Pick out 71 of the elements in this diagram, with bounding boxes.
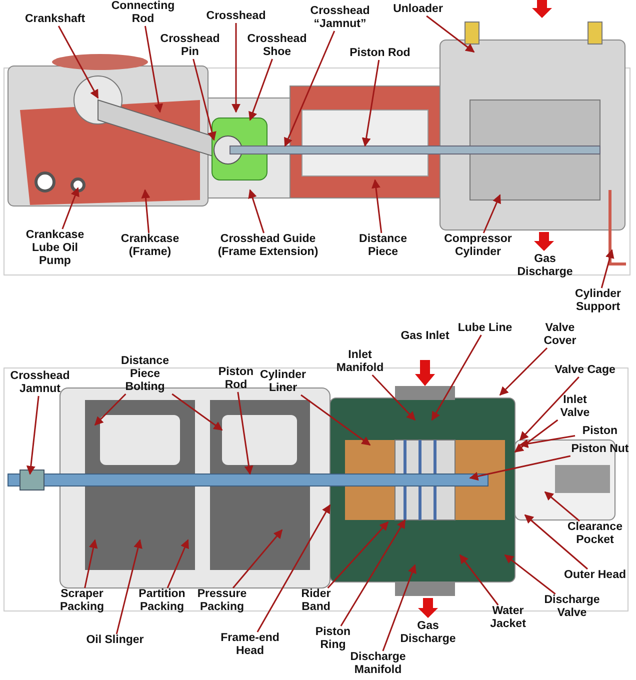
leader-line: [256, 504, 331, 632]
leader-line: [372, 179, 382, 234]
part-label: Crosshead Pin: [160, 33, 220, 59]
part-label: Distance Piece: [353, 233, 413, 259]
leader-line: [116, 539, 142, 634]
leader-line: [284, 30, 336, 147]
leader-line: [382, 564, 416, 652]
leader-line: [232, 23, 240, 113]
leader-line: [362, 60, 380, 147]
part-label: Rider Band: [291, 588, 341, 614]
part-label: Piston Rod: [214, 366, 258, 392]
part-label: Crosshead: [201, 10, 271, 23]
leader-line: [426, 15, 475, 53]
flow-label: Gas Discharge: [399, 620, 457, 646]
part-label: Lube Line: [450, 322, 520, 335]
part-label: Outer Head: [560, 569, 630, 582]
leader-line: [62, 187, 80, 230]
leader-line: [524, 514, 588, 570]
part-label: Crosshead “Jamnut”: [300, 5, 380, 31]
leader-line: [166, 539, 189, 588]
leader-line: [58, 26, 99, 99]
part-label: Crosshead Jamnut: [5, 370, 75, 396]
leader-line: [232, 529, 283, 588]
part-label: Discharge Manifold: [338, 651, 418, 677]
part-label: Crosshead Shoe: [246, 33, 308, 59]
flow-label: Gas Inlet: [400, 330, 450, 343]
leader-line: [26, 396, 40, 475]
part-label: Valve Cover: [535, 322, 585, 348]
part-label: Water Jacket: [483, 605, 533, 631]
part-label: Clearance Pocket: [560, 521, 630, 547]
part-label: Inlet Manifold: [325, 349, 395, 375]
leader-line: [192, 58, 216, 141]
leader-line: [600, 249, 614, 288]
leader-line: [504, 554, 556, 595]
part-label: Scraper Packing: [52, 588, 112, 614]
leader-line: [372, 374, 416, 421]
part-label: Crankshaft: [15, 13, 95, 26]
part-label: Cylinder Liner: [256, 369, 310, 395]
leader-line: [544, 491, 580, 522]
part-label: Distance Piece Bolting: [110, 355, 180, 394]
leader-line: [84, 539, 98, 588]
part-label: Crankcase (Frame): [118, 233, 182, 259]
leader-line: [431, 334, 482, 421]
leader-line: [459, 554, 499, 606]
part-label: Cylinder Support: [563, 288, 633, 314]
leader-line: [519, 376, 580, 441]
part-label: Frame-end Head: [220, 632, 280, 658]
part-label: Inlet Valve: [550, 394, 600, 420]
leader-line: [519, 434, 576, 448]
leader-line: [514, 419, 558, 453]
leader-line: [469, 455, 571, 481]
part-label: Crosshead Guide (Frame Extension): [200, 233, 336, 259]
leader-line: [340, 519, 406, 626]
part-label: Crankcase Lube Oil Pump: [18, 229, 92, 268]
leader-line: [482, 194, 501, 234]
part-label: Valve Cage: [545, 364, 625, 377]
part-label: Connecting Rod: [103, 0, 183, 26]
part-label: Piston: [575, 425, 625, 438]
part-label: Piston Nut: [565, 443, 635, 456]
part-label: Discharge Valve: [534, 594, 610, 620]
part-label: Compressor Cylinder: [438, 233, 518, 259]
part-label: Piston Ring: [308, 626, 358, 652]
part-label: Oil Slinger: [75, 634, 155, 647]
leader-line: [499, 347, 548, 396]
leader-line: [248, 58, 273, 121]
flow-label: Gas Discharge: [516, 253, 574, 279]
leader-line: [144, 26, 164, 113]
leader-line: [248, 189, 265, 234]
leader-line: [141, 189, 150, 234]
part-label: Unloader: [388, 3, 448, 16]
part-label: Piston Rod: [345, 47, 415, 60]
